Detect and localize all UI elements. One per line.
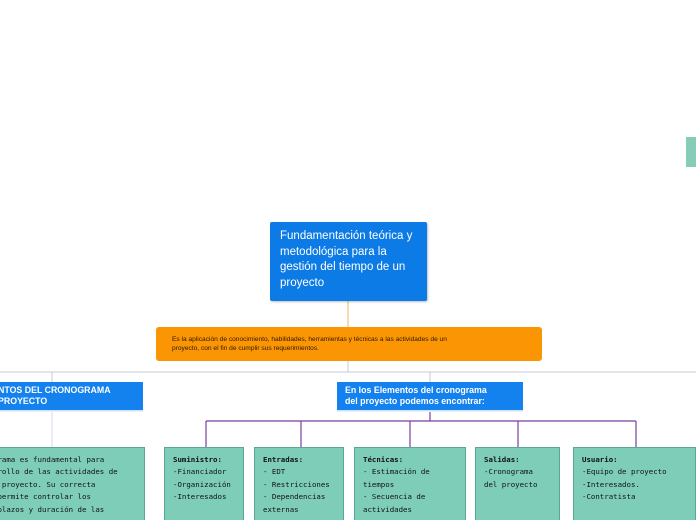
element-line: -Contratista [582,492,636,502]
element-title: Entradas: [263,455,304,464]
right-subtopic-line-2: del proyecto podemos encontrar: [345,396,485,406]
left-subtopic-line-2: PROYECTO [0,396,48,406]
element-line: - Dependencias [263,492,326,502]
definition-note-line-1: Es la aplicación de conocimiento, habili… [172,336,447,343]
main-topic-node[interactable]: Fundamentación teórica y metodológica pa… [270,222,427,301]
element-line: -Interesados. [582,479,640,489]
left-subtopic-node[interactable]: NTOS DEL CRONOGRAMA PROYECTO [0,382,143,410]
element-line: -Organización [173,479,231,489]
element-line: - Estimación de [363,467,430,477]
element-line: - Secuencia de [363,492,426,502]
definition-note-node[interactable]: Es la aplicación de conocimiento, habili… [156,327,542,361]
right-subtopic-node[interactable]: En los Elementos del cronograma del proy… [337,382,523,410]
element-line: actividades [363,504,412,514]
element-line: -Financiador [173,467,227,477]
offscreen-node-tab[interactable] [686,137,696,167]
element-node-salidas[interactable]: Salidas: -Cronograma del proyecto [475,447,560,520]
element-line: -Cronograma [484,467,533,477]
element-node-usuario[interactable]: Usuario: -Equipo de proyecto -Interesado… [573,447,696,520]
element-line: externas [263,504,299,514]
left-detail-line-2: rrollo de las actividades de [0,467,118,477]
element-node-suministro[interactable]: Suministro: -Financiador -Organización -… [164,447,244,520]
main-topic-text: Fundamentación teórica y metodológica pa… [280,230,413,289]
element-line: -Equipo de proyecto [582,467,667,477]
element-title: Técnicas: [363,455,404,464]
right-subtopic-line-1: En los Elementos del cronograma [345,385,487,395]
element-node-entradas[interactable]: Entradas: - EDT - Restricciones - Depend… [254,447,344,520]
left-detail-line-4: permite controlar los [0,492,91,502]
left-detail-line-5: plazos y duración de las [0,504,105,514]
element-line: tiempos [363,479,395,489]
definition-note-line-2: proyecto, con el fin de cumplir sus requ… [172,345,319,352]
left-detail-node[interactable]: grama es fundamental para rrollo de las … [0,447,145,520]
element-title: Salidas: [484,455,520,464]
left-subtopic-line-1: NTOS DEL CRONOGRAMA [0,385,111,395]
element-line: - EDT [263,467,286,477]
element-line: -Interesados [173,492,227,502]
left-detail-line-1: grama es fundamental para [0,455,105,464]
left-detail-line-3: r proyecto. Su correcta [0,479,96,489]
element-title: Suministro: [173,455,222,464]
element-title: Usuario: [582,455,618,464]
element-node-tecnicas[interactable]: Técnicas: - Estimación de tiempos - Secu… [354,447,466,520]
element-line: del proyecto [484,479,538,489]
element-line: - Restricciones [263,479,330,489]
